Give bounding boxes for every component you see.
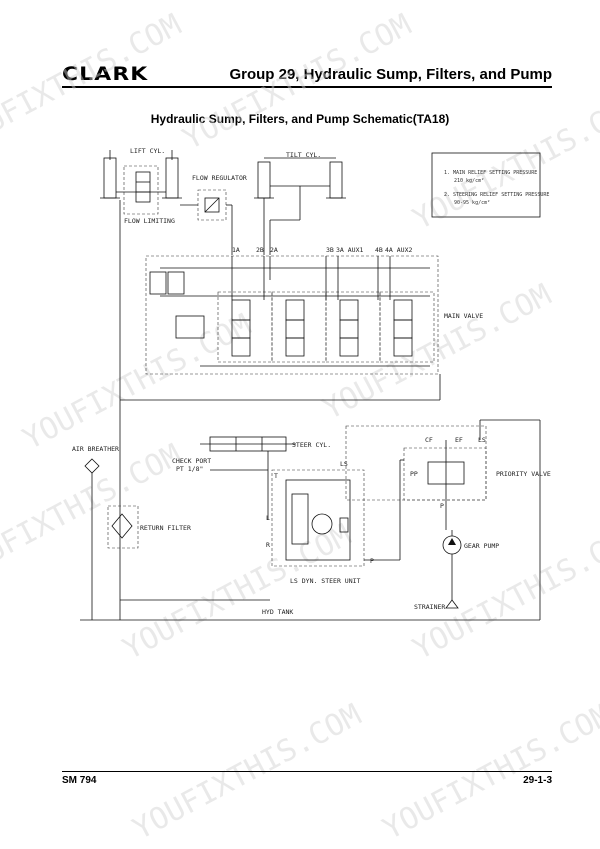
relief-settings-notes: 1. MAIN RELIEF SETTING PRESSURE 210 kg/c… xyxy=(431,152,549,218)
steer-port-label: R xyxy=(266,541,270,549)
watermark-text: YOUFIXTHIS.COM xyxy=(177,7,417,157)
port-label: 3A AUX1 xyxy=(336,246,363,254)
lift-cyl-label: LIFT CYL. xyxy=(130,147,165,155)
steer-unit-label: LS DYN. STEER UNIT xyxy=(290,577,361,585)
port-label: 4A AUX2 xyxy=(385,246,412,254)
watermark-text: YOUFIXTHIS.COM xyxy=(407,517,600,667)
watermark-text: YOUFIXTHIS.COM xyxy=(0,7,187,157)
spool-3 xyxy=(325,291,381,363)
valve-port-labels: 1A 2B 2A 3B 3A AUX1 4B 4A AUX2 xyxy=(232,246,412,254)
flow-regulator-label: FLOW REGULATOR xyxy=(192,174,247,182)
note-line: 1. MAIN RELIEF SETTING PRESSURE xyxy=(444,170,537,176)
watermark-text: YOUFIXTHIS.COM xyxy=(117,517,357,667)
steer-port-label: LS xyxy=(340,460,348,468)
clark-logo: CLARK xyxy=(62,63,149,85)
return-filter: RETURN FILTER xyxy=(107,505,191,549)
main-valve: MAIN VALVE xyxy=(145,255,483,375)
port-label: 2A xyxy=(270,246,278,254)
priority-valve-label: PRIORITY VALVE xyxy=(496,470,551,478)
spool-2 xyxy=(271,291,327,363)
main-valve-label: MAIN VALVE xyxy=(444,312,483,320)
port-label: 1A xyxy=(232,246,240,254)
air-breather: AIR BREATHER xyxy=(72,445,119,620)
note-line: 210 kg/cm² xyxy=(454,178,484,184)
note-line: 2. STEERING RELIEF SETTING PRESSURE xyxy=(444,192,549,198)
schematic-title: Hydraulic Sump, Filters, and Pump Schema… xyxy=(150,112,450,126)
watermark-text: YOUFIXTHIS.COM xyxy=(377,697,600,847)
return-filter-label: RETURN FILTER xyxy=(140,524,191,532)
gear-pump: GEAR PUMP STRAINER xyxy=(414,530,499,611)
port-label: 3B xyxy=(326,246,334,254)
steer-unit: LS T L R P LS DYN. STEER UNIT xyxy=(266,460,374,585)
port-label: 2B xyxy=(256,246,264,254)
spool-4 xyxy=(379,291,435,363)
priority-port-label: LS xyxy=(478,436,486,444)
header-rule xyxy=(62,86,552,88)
lift-cylinders: LIFT CYL. FLOW LIMITING xyxy=(100,147,182,225)
footer-rule xyxy=(62,771,552,772)
priority-port-label: PP xyxy=(410,470,418,478)
steer-cyl-label: STEER CYL. xyxy=(292,441,331,449)
priority-port-label: CF xyxy=(425,436,433,444)
flow-regulator: FLOW REGULATOR xyxy=(180,174,247,255)
steer-port-label: P xyxy=(370,557,374,565)
watermark-text: YOUFIXTHIS.COM xyxy=(407,87,600,237)
return-lines: HYD TANK xyxy=(80,200,540,621)
tilt-cylinders: TILT CYL. xyxy=(254,151,346,255)
air-breather-label: AIR BREATHER xyxy=(72,445,119,453)
port-label: 4B xyxy=(375,246,383,254)
watermark-group: YOUFIXTHIS.COM YOUFIXTHIS.COM YOUFIXTHIS… xyxy=(0,7,600,847)
watermark-text: YOUFIXTHIS.COM xyxy=(0,437,187,587)
check-port-label: CHECK PORT xyxy=(172,457,211,465)
priority-port-label: EF xyxy=(455,436,463,444)
steer-port-label: T xyxy=(274,472,278,480)
watermark-text: YOUFIXTHIS.COM xyxy=(17,307,257,457)
steer-cylinder: STEER CYL. CHECK PORT PT 1/8" xyxy=(172,436,331,520)
note-line: 90-95 kg/cm² xyxy=(454,200,490,206)
section-title: Group 29, Hydraulic Sump, Filters, and P… xyxy=(229,66,552,83)
flow-limiting-label: FLOW LIMITING xyxy=(124,217,175,225)
steer-port-label: L xyxy=(266,514,270,522)
spool-1 xyxy=(217,291,273,363)
strainer-label: STRAINER xyxy=(414,603,445,611)
page-number: 29-1-3 xyxy=(523,775,552,786)
check-port-size: PT 1/8" xyxy=(176,465,203,473)
priority-port-label: P xyxy=(440,502,444,510)
hyd-tank-label: HYD TANK xyxy=(262,608,293,616)
manual-number: SM 794 xyxy=(62,775,97,786)
priority-valve: CF EF LS PP P PRIORITY VALVE xyxy=(345,419,551,620)
tilt-cyl-label: TILT CYL. xyxy=(286,151,321,159)
watermark-text: YOUFIXTHIS.COM xyxy=(127,697,367,847)
gear-pump-label: GEAR PUMP xyxy=(464,542,499,550)
